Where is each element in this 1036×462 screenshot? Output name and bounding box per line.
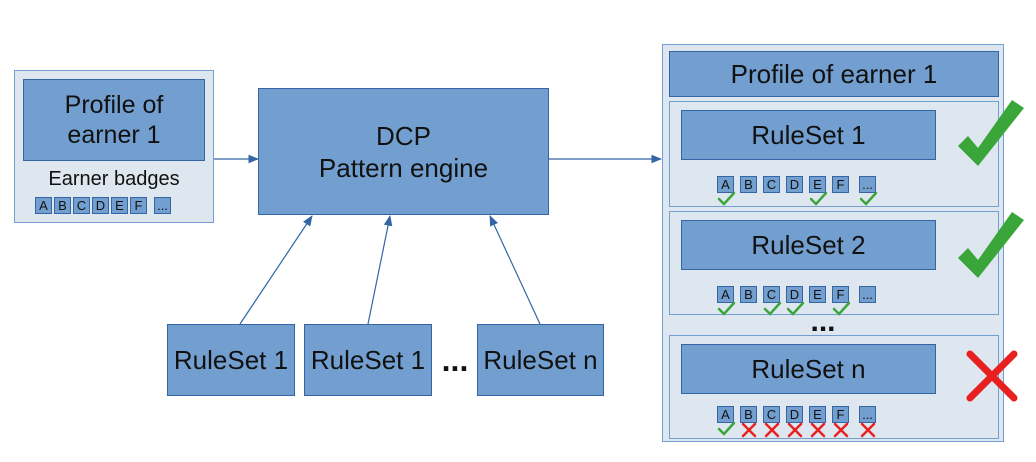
output-ruleset-1-label: RuleSet 1 xyxy=(681,110,936,160)
pattern-engine-box: DCP Pattern engine xyxy=(258,88,549,215)
badge: C xyxy=(763,406,780,423)
engine-title-line2: Pattern engine xyxy=(318,152,489,183)
check-mark-icon xyxy=(786,301,805,316)
cross-mark-icon xyxy=(764,422,780,438)
badge: E xyxy=(809,176,826,193)
output-ruleset-n-label: RuleSet n xyxy=(681,344,936,394)
badge-marks xyxy=(717,421,876,438)
badge: C xyxy=(763,176,780,193)
input-ruleset-1: RuleSet 1 xyxy=(167,324,295,396)
earner-badges-label: Earner badges xyxy=(48,167,180,190)
cross-mark-icon xyxy=(810,422,826,438)
output-ruleset-1-result xyxy=(958,100,1024,166)
cross-mark-icon xyxy=(741,422,757,438)
check-mark-icon xyxy=(763,301,782,316)
cross-mark-icon xyxy=(833,422,849,438)
badge: F xyxy=(130,197,147,214)
cross-mark-icon xyxy=(787,422,803,438)
check-mark-icon xyxy=(859,191,878,206)
badge: ... xyxy=(154,197,171,214)
badge: A xyxy=(717,176,734,193)
badge-marks xyxy=(717,301,851,316)
input-profile-title: Profile of earner 1 xyxy=(23,79,205,161)
badge: D xyxy=(92,197,109,214)
check-mark-icon xyxy=(717,421,736,436)
output-profile-title: Profile of earner 1 xyxy=(669,51,999,97)
badge: B xyxy=(740,176,757,193)
check-mark-icon xyxy=(809,191,828,206)
badge: A xyxy=(717,406,734,423)
arrow-ruleset-1-to-engine xyxy=(239,215,313,325)
badge: ... xyxy=(859,286,876,303)
check-mark-icon xyxy=(717,301,736,316)
badge: A xyxy=(717,286,734,303)
badge: ... xyxy=(859,406,876,423)
arrow-ruleset-2-to-engine xyxy=(367,214,393,325)
input-ruleset-ellipsis: ... xyxy=(441,341,469,378)
engine-title-line1: DCP xyxy=(376,120,431,151)
badge: B xyxy=(54,197,71,214)
badge: E xyxy=(111,197,128,214)
badge: B xyxy=(740,406,757,423)
output-ruleset-2-result xyxy=(958,212,1024,278)
badge: E xyxy=(809,286,826,303)
arrow-ruleset-n-to-engine xyxy=(489,215,541,325)
badge: A xyxy=(35,197,52,214)
big-cross-icon xyxy=(966,350,1018,402)
badge: D xyxy=(786,176,803,193)
badge: C xyxy=(73,197,90,214)
badge-marks xyxy=(717,191,878,206)
input-ruleset-2: RuleSet 1 xyxy=(304,324,432,396)
output-ruleset-ellipsis: ... xyxy=(810,305,836,338)
badge: F xyxy=(832,406,849,423)
check-mark-icon xyxy=(717,191,736,206)
check-mark-icon xyxy=(832,301,851,316)
badge: F xyxy=(832,286,849,303)
big-check-icon xyxy=(958,212,1024,278)
badge: F xyxy=(832,176,849,193)
badge: C xyxy=(763,286,780,303)
input-ruleset-n: RuleSet n xyxy=(477,324,604,396)
output-ruleset-n-result xyxy=(966,350,1018,402)
badge: ... xyxy=(859,176,876,193)
badge: B xyxy=(740,286,757,303)
badge: D xyxy=(786,286,803,303)
badge: D xyxy=(786,406,803,423)
big-check-icon xyxy=(958,100,1024,166)
badge: E xyxy=(809,406,826,423)
cross-mark-icon xyxy=(860,422,876,438)
output-ruleset-2-label: RuleSet 2 xyxy=(681,220,936,270)
